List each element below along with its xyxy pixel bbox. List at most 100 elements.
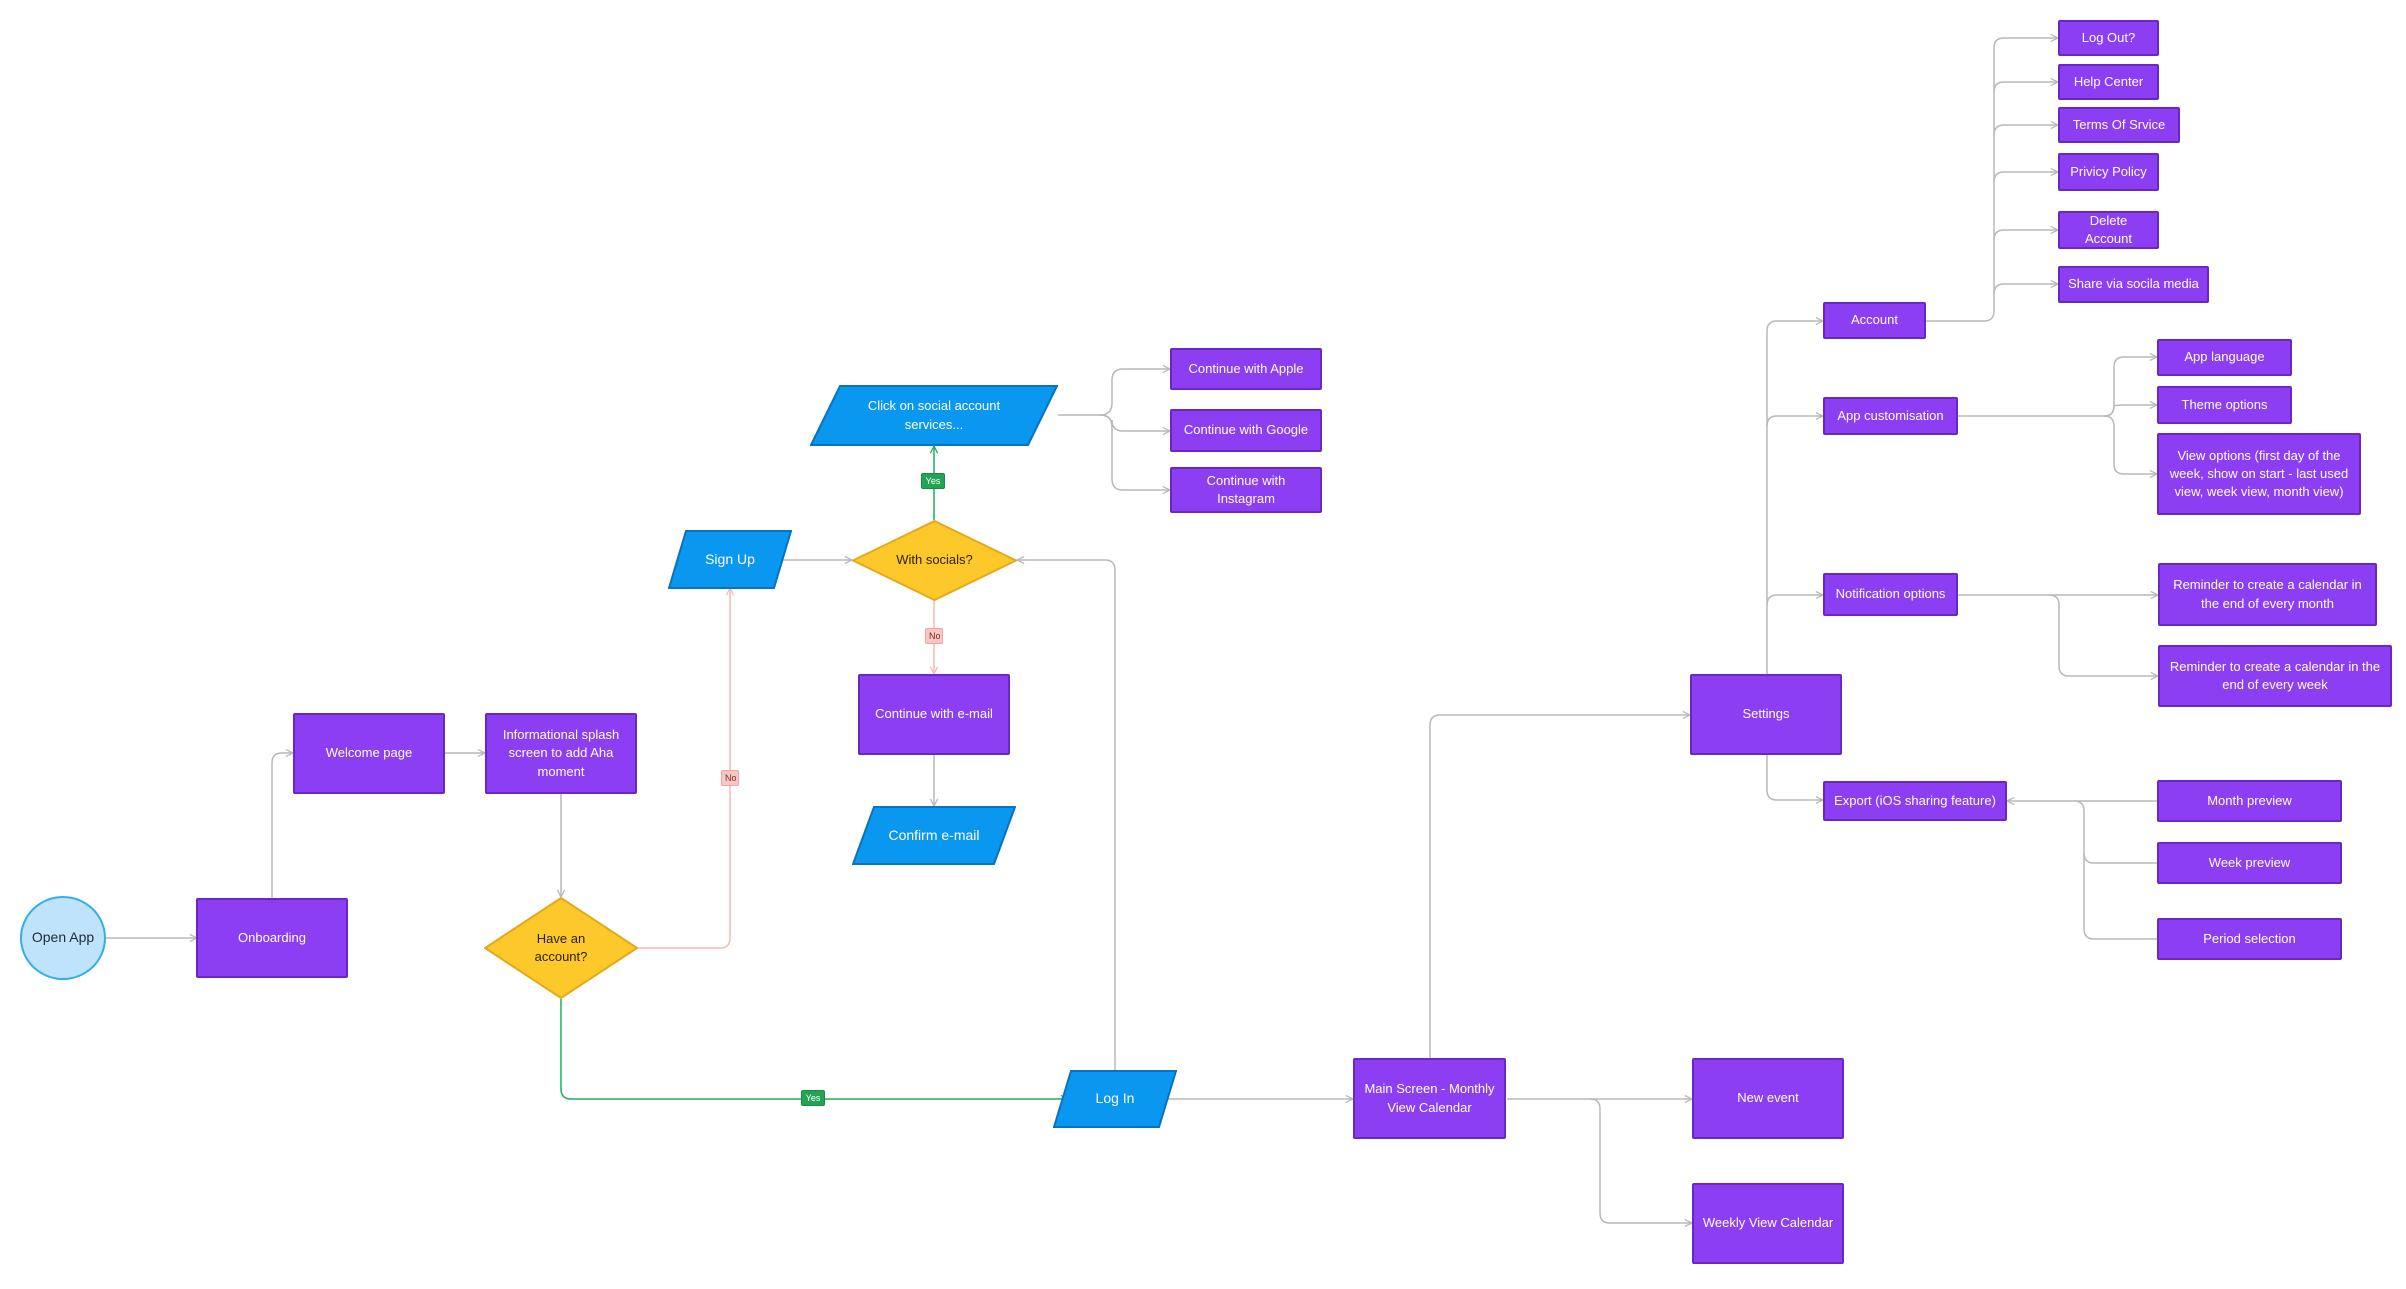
continue-instagram-label: Continue with Instagram — [1206, 472, 1286, 506]
edge-label-yes-socials: Yes — [921, 473, 945, 489]
weekly-view-label: Weekly View Calendar — [1702, 1215, 1834, 1231]
edge-account-help — [1993, 82, 2058, 93]
continue-apple-node[interactable]: Continue with Apple — [1170, 348, 1322, 390]
edge-account-delete — [1993, 230, 2058, 241]
edge-weekpreview-export — [2073, 800, 2157, 864]
log-out-node[interactable]: Log Out? — [2058, 20, 2159, 56]
open-app-label: Open App — [31, 929, 95, 946]
period-selection-label: Period selection — [2203, 930, 2296, 946]
help-center-label: Help Center — [2073, 73, 2144, 89]
edge-notification-week — [2048, 594, 2158, 676]
edge-period-export — [2083, 853, 2157, 940]
open-app-node[interactable]: Open App — [20, 896, 106, 980]
app-customisation-node[interactable]: App customisation — [1823, 397, 1958, 435]
edge-settings-notification — [1766, 595, 1823, 606]
export-node[interactable]: Export (iOS sharing feature) — [1823, 781, 2007, 821]
splash-screen-node[interactable]: Informational splash screen to add Aha m… — [485, 713, 637, 794]
terms-node[interactable]: Terms Of Srvice — [2058, 107, 2180, 143]
period-selection-node[interactable]: Period selection — [2157, 918, 2342, 960]
social-click-shape — [810, 385, 1058, 446]
edge-login-withsocials — [1017, 560, 1116, 1070]
export-label: Export (iOS sharing feature) — [1834, 792, 1996, 808]
edge-label-no-socials: No — [925, 628, 943, 644]
delete-account-label: Delete Account — [2085, 212, 2132, 246]
log-in-node[interactable]: Log In — [1053, 1070, 1177, 1128]
app-language-node[interactable]: App language — [2157, 339, 2292, 376]
terms-label: Terms Of Srvice — [2072, 116, 2166, 132]
weekly-view-node[interactable]: Weekly View Calendar — [1692, 1183, 1844, 1264]
notification-options-label: Notification options — [1835, 586, 1946, 602]
confirm-email-label: Confirm e-mail — [888, 826, 980, 843]
sign-up-shape — [668, 530, 792, 589]
week-preview-node[interactable]: Week preview — [2157, 842, 2342, 884]
reminder-week-label: Reminder to create a calendar in the end… — [2169, 658, 2381, 692]
continue-email-node[interactable]: Continue with e-mail — [858, 674, 1010, 755]
edge-label-no-account: No — [721, 770, 739, 786]
confirm-email-shape — [852, 806, 1016, 865]
edge-main-settings — [1429, 715, 1690, 1058]
continue-google-node[interactable]: Continue with Google — [1170, 409, 1322, 452]
onboarding-node[interactable]: Onboarding — [196, 898, 348, 978]
edge-social-instagram — [1099, 414, 1170, 490]
account-node[interactable]: Account — [1823, 302, 1926, 339]
edge-appcustom-language — [1958, 357, 2157, 417]
welcome-page-label: Welcome page — [325, 745, 413, 761]
onboarding-label: Onboarding — [238, 929, 306, 945]
confirm-email-node[interactable]: Confirm e-mail — [852, 806, 1016, 865]
edge-label-yes-account: Yes — [801, 1090, 825, 1106]
settings-node[interactable]: Settings — [1690, 674, 1842, 755]
app-customisation-label: App customisation — [1837, 407, 1944, 423]
view-options-label: View options (first day of the week, sho… — [2169, 447, 2349, 500]
edge-haveaccount-signup — [637, 588, 730, 949]
welcome-page-node[interactable]: Welcome page — [293, 713, 445, 794]
log-in-shape — [1053, 1070, 1177, 1128]
app-language-label: App language — [2184, 349, 2265, 365]
social-click-label: Click on social account services... — [867, 398, 1001, 432]
sign-up-label: Sign Up — [705, 550, 755, 567]
edge-settings-account — [1766, 321, 1823, 674]
edge-account-logout — [1926, 38, 2058, 322]
reminder-month-node[interactable]: Reminder to create a calendar in the end… — [2158, 563, 2377, 626]
theme-options-node[interactable]: Theme options — [2157, 386, 2292, 424]
with-socials-decision[interactable]: With socials? — [852, 520, 1017, 601]
with-socials-label: With socials? — [896, 552, 973, 568]
help-center-node[interactable]: Help Center — [2058, 64, 2159, 100]
social-click-node[interactable]: Click on social account services... — [810, 385, 1058, 446]
theme-options-label: Theme options — [2181, 396, 2268, 412]
have-account-label: Have an account? — [534, 930, 588, 964]
edge-onboarding-welcome — [271, 753, 293, 898]
month-preview-label: Month preview — [2207, 792, 2292, 808]
sign-up-node[interactable]: Sign Up — [668, 530, 792, 589]
with-socials-diamond — [852, 520, 1017, 601]
privacy-node[interactable]: Privicy Policy — [2058, 153, 2159, 191]
main-screen-node[interactable]: Main Screen - Monthly View Calendar — [1353, 1058, 1506, 1139]
log-in-label: Log In — [1095, 1090, 1135, 1107]
view-options-node[interactable]: View options (first day of the week, sho… — [2157, 433, 2361, 515]
main-screen-label: Main Screen - Monthly View Calendar — [1364, 1081, 1495, 1115]
continue-email-label: Continue with e-mail — [875, 706, 993, 722]
continue-instagram-node[interactable]: Continue with Instagram — [1170, 467, 1322, 513]
have-account-diamond — [484, 897, 638, 999]
share-social-label: Share via socila media — [2068, 276, 2199, 292]
edge-appcustom-theme — [2103, 405, 2157, 417]
continue-apple-label: Continue with Apple — [1188, 360, 1304, 376]
have-account-decision[interactable]: Have an account? — [484, 897, 638, 999]
week-preview-label: Week preview — [2208, 854, 2291, 870]
edge-appcustom-view — [2103, 415, 2157, 474]
notification-options-node[interactable]: Notification options — [1823, 573, 1958, 616]
delete-account-node[interactable]: Delete Account — [2058, 211, 2159, 249]
edge-main-weekly — [1589, 1098, 1692, 1223]
month-preview-node[interactable]: Month preview — [2157, 780, 2342, 822]
settings-label: Settings — [1742, 706, 1790, 722]
edge-haveaccount-login — [560, 999, 1068, 1099]
new-event-node[interactable]: New event — [1692, 1058, 1844, 1139]
reminder-week-node[interactable]: Reminder to create a calendar in the end… — [2158, 645, 2392, 707]
log-out-label: Log Out? — [2081, 29, 2136, 45]
edge-account-terms — [1993, 125, 2058, 136]
edge-account-privacy — [1993, 172, 2058, 183]
share-social-node[interactable]: Share via socila media — [2058, 266, 2209, 303]
edge-social-apple — [1058, 369, 1170, 416]
edge-settings-appcustom — [1766, 416, 1823, 427]
